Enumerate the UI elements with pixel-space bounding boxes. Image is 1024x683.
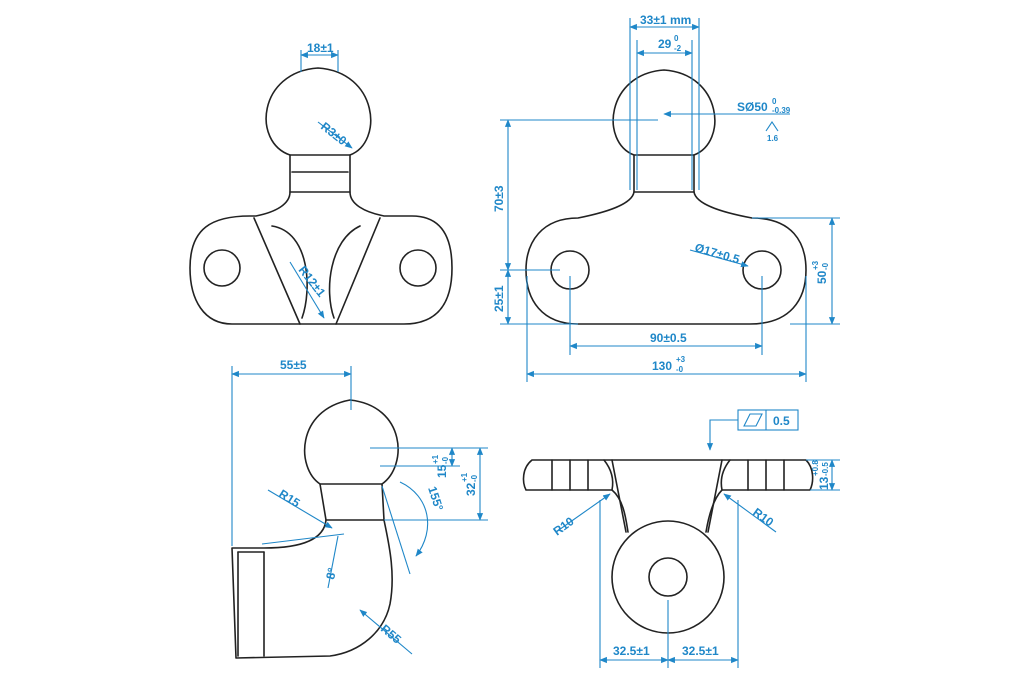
- plate-thickness-label: 13: [817, 476, 831, 490]
- neck-height-tol-upper: +1: [431, 454, 440, 464]
- offset-label: 55±5: [280, 358, 307, 372]
- neck-height-label: 15: [435, 464, 449, 478]
- surface-finish-label: 1.6: [767, 134, 779, 143]
- right-offset-label: 32.5±1: [682, 644, 719, 658]
- angle-label: 155°: [425, 485, 446, 513]
- profile-view: [231, 399, 399, 659]
- ball-radius-label: R3±0: [318, 119, 349, 148]
- ball-diameter-tol-lower: -0.39: [772, 106, 791, 115]
- base-height-label: 25±1: [492, 285, 506, 312]
- neck-width-label: 18±1: [307, 41, 334, 55]
- ball-diameter-label: SØ50: [737, 100, 768, 114]
- neck-width-tol-upper: 0: [674, 34, 679, 43]
- flange-height-tol-upper: +3: [811, 260, 820, 270]
- fillet-radius-label: R12±1: [296, 263, 329, 300]
- right-radius-label: R10: [750, 505, 776, 529]
- flange-length-tol-lower: -0: [676, 365, 684, 374]
- plate-thickness-tol-lower: -0.5: [821, 462, 830, 476]
- flange-height-label: 50: [815, 270, 829, 284]
- front-view: [189, 67, 453, 325]
- top-view-dims: 0.5 13 +0.8 -0.5 R10 R10 32.5±1 32.5±1: [551, 409, 840, 668]
- hole-diameter-label: Ø17±0.5: [693, 240, 741, 266]
- left-offset-label: 32.5±1: [613, 644, 650, 658]
- ball-width-label: 33±1 mm: [640, 13, 691, 27]
- ball-height-label: 32: [464, 482, 478, 496]
- ball-diameter-tol-upper: 0: [772, 97, 777, 106]
- neck-width-tol-lower: -2: [674, 44, 682, 53]
- plate-thickness-tol-upper: +0.8: [811, 460, 820, 476]
- neck-height-tol-lower: -0: [441, 456, 450, 464]
- flatness-icon: [743, 413, 763, 427]
- left-radius-label: R10: [551, 514, 577, 538]
- tilt-angle-label: 8°: [323, 566, 339, 580]
- ball-height-tol-lower: -0: [470, 474, 479, 482]
- flatness-label: 0.5: [773, 414, 790, 428]
- flange-length-label: 130: [652, 359, 672, 373]
- side-view-dims: 33±1 mm 29 0 -2 SØ50 0 -0.39 1.6 70±3 25…: [492, 13, 840, 382]
- neck-width-label-right: 29: [658, 37, 672, 51]
- height-label: 70±3: [492, 185, 506, 212]
- front-view-dims: 18±1 R3±0 R12±1: [289, 41, 353, 319]
- flange-length-tol-upper: +3: [676, 355, 686, 364]
- hole-spacing-label: 90±0.5: [650, 331, 687, 345]
- flange-height-tol-lower: -0: [821, 262, 830, 270]
- fillet-radius-label-profile: R15: [276, 487, 302, 511]
- ball-height-tol-upper: +1: [460, 472, 469, 482]
